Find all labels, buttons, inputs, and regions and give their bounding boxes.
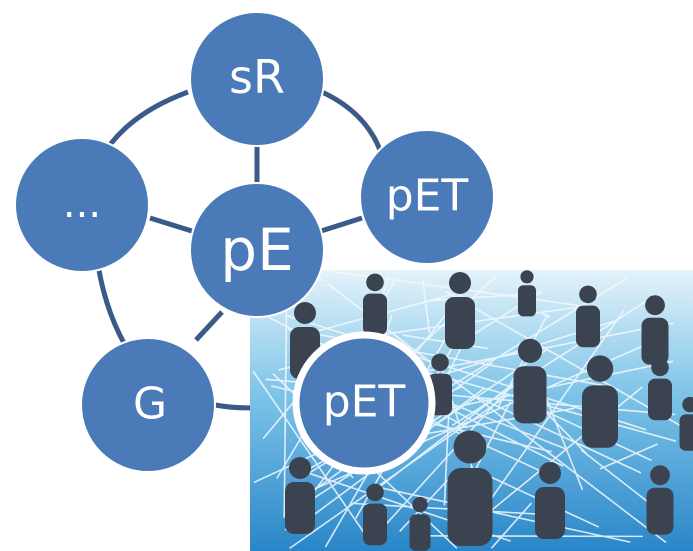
node-left: ... <box>14 137 150 273</box>
person-silhouette <box>518 270 536 317</box>
spoke-left <box>149 215 196 235</box>
node-top: sR <box>189 11 325 147</box>
network-line <box>451 298 650 427</box>
network-line <box>444 290 682 427</box>
node-top-label: sR <box>229 50 285 104</box>
network-line <box>472 394 642 474</box>
person-silhouette <box>646 465 674 535</box>
person-silhouette <box>409 496 431 551</box>
ring-edge-top-right <box>320 89 383 151</box>
spoke-bottom-left <box>194 310 224 342</box>
network-line <box>283 289 288 518</box>
network-line <box>384 380 517 526</box>
node-left-label: ... <box>63 181 101 227</box>
person-silhouette <box>679 396 693 451</box>
person-silhouette <box>535 462 565 539</box>
network-line <box>421 278 431 333</box>
node-right: pET <box>359 129 495 265</box>
person-silhouette <box>447 430 493 546</box>
node-bottom-left-label: G <box>133 379 167 430</box>
node-bottom-right: pET <box>292 331 436 475</box>
network-line <box>428 293 527 302</box>
spoke-right <box>317 215 363 235</box>
node-center: pE <box>189 182 325 318</box>
network-line <box>490 502 532 549</box>
node-bottom-left: G <box>80 337 216 473</box>
network-line <box>541 312 551 319</box>
person-silhouette <box>576 285 600 348</box>
node-bottom-right-label: pET <box>323 377 406 428</box>
person-silhouette <box>285 457 315 534</box>
node-right-label: pET <box>386 171 469 222</box>
network-line <box>252 370 369 540</box>
network-line <box>599 443 658 470</box>
network-line <box>443 360 674 411</box>
node-center-label: pE <box>220 216 293 284</box>
person-silhouette <box>445 272 475 349</box>
person-silhouette <box>363 483 387 546</box>
person-silhouette <box>513 338 547 424</box>
person-silhouette <box>641 295 669 365</box>
person-silhouette <box>648 358 672 421</box>
person-silhouette <box>582 355 618 448</box>
person-silhouette <box>363 273 387 336</box>
